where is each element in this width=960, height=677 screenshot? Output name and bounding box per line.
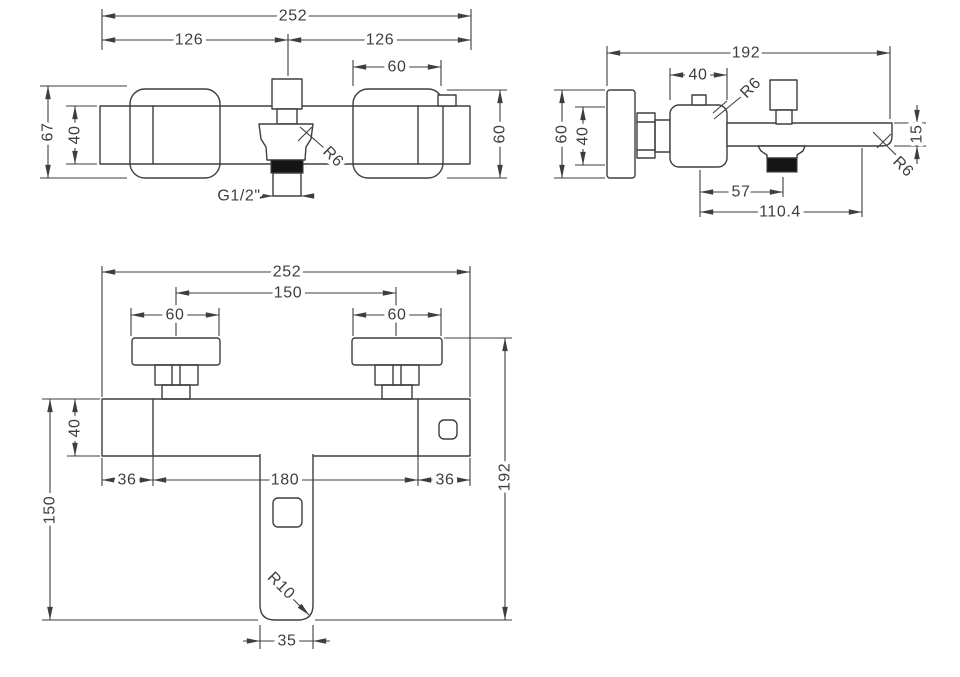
plan-dim-right-margin: 36 <box>436 472 455 489</box>
side-diverter-stem <box>775 109 793 125</box>
plan-body-bar <box>101 398 471 457</box>
plan-spout <box>259 454 314 621</box>
plan-left-wall-plate <box>131 337 221 366</box>
front-outlet-seal-band <box>270 159 304 174</box>
plan-dim-inlet-centres: 150 <box>274 285 303 302</box>
plan-left-hex-nut <box>154 364 199 386</box>
front-right-tab <box>437 94 457 107</box>
plan-right-hex-nut <box>374 364 420 386</box>
side-dim-spout-reach: 110.4 <box>759 204 801 221</box>
plan-dim-left-margin: 36 <box>118 472 137 489</box>
side-diverter-knob <box>769 79 798 111</box>
side-dim-tip-height: 15 <box>909 125 926 144</box>
front-dim-body-height: 40 <box>67 126 84 145</box>
plan-spout-opening <box>272 497 303 528</box>
side-outlet-seal-band <box>766 157 798 173</box>
front-dim-overall-width: 252 <box>279 8 308 25</box>
front-right-handle <box>352 88 444 179</box>
side-spout-bar <box>726 122 893 147</box>
front-view-dimensions: 252 126 126 60 67 40 60 G1/2" R6 <box>36 4 513 209</box>
side-outlet-body <box>757 145 806 159</box>
plan-dim-centre-span: 180 <box>271 472 300 489</box>
front-view: 252 126 126 60 67 40 60 G1/2" R6 <box>36 4 513 209</box>
plan-dim-overall-projection: 192 <box>497 463 514 492</box>
front-left-handle <box>129 88 221 179</box>
side-wall-plate <box>606 89 636 179</box>
side-view: 192 40 60 40 57 110.4 15 R6 R6 <box>550 41 930 225</box>
plan-right-union <box>381 384 413 400</box>
front-dim-overall-height: 67 <box>40 123 57 142</box>
side-dim-valve-width: 40 <box>689 67 708 84</box>
side-valve-body <box>669 104 728 168</box>
side-dim-outlet-offset: 57 <box>732 184 751 201</box>
side-dim-tip-radius: R6 <box>889 153 916 180</box>
side-dim-valve-radius: R6 <box>737 74 764 101</box>
front-dim-handle-height: 60 <box>492 125 509 144</box>
plan-dim-body-height: 40 <box>67 419 84 438</box>
side-connector <box>654 119 671 153</box>
plan-left-union <box>161 384 191 400</box>
side-view-geometry <box>606 79 893 179</box>
plan-dim-left-plate-width: 60 <box>166 307 185 324</box>
side-dim-overall-depth: 192 <box>732 45 761 62</box>
front-dim-centre-left: 126 <box>175 32 204 49</box>
plan-dim-spout-width: 35 <box>278 633 297 650</box>
front-outlet-thread-tube <box>272 172 302 197</box>
plan-view: 252 150 60 60 40 150 36 180 36 192 R10 3… <box>38 260 518 654</box>
side-dim-body-height: 40 <box>575 127 592 146</box>
plan-dim-spout-projection: 150 <box>42 496 59 525</box>
front-dim-centre-right: 126 <box>366 32 395 49</box>
plan-right-wall-plate <box>351 337 443 366</box>
plan-view-geometry <box>101 337 471 621</box>
side-hex-nut <box>636 112 656 159</box>
side-dim-plate-height: 60 <box>554 125 571 144</box>
front-diverter-knob <box>271 78 303 110</box>
plan-body-button <box>438 419 458 440</box>
plan-dim-right-plate-width: 60 <box>388 307 407 324</box>
front-dim-handle-width: 60 <box>388 59 407 76</box>
front-dim-outlet-thread: G1/2" <box>217 188 260 205</box>
side-valve-tab <box>691 94 707 106</box>
front-outlet-body <box>258 123 314 161</box>
plan-dim-overall-width: 252 <box>273 264 302 281</box>
front-view-geometry <box>99 78 471 197</box>
front-diverter-stem <box>276 108 298 125</box>
